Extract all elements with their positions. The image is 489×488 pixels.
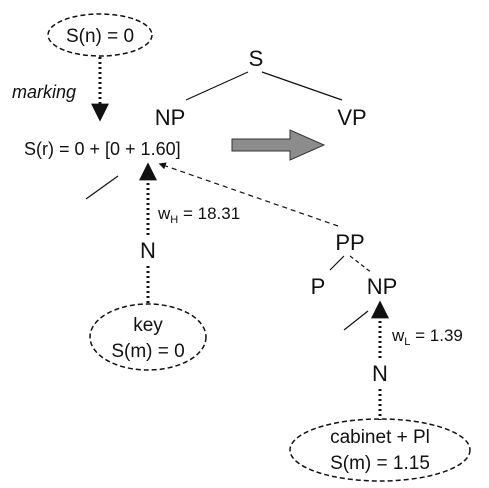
np-top-node: NP [155,105,186,130]
cabinet-ellipse [289,418,471,482]
n-left-node: N [140,238,156,263]
s-n-ellipse [47,13,153,57]
pp-to-np-arrow [158,162,339,227]
np-right-node: NP [367,274,398,299]
s-r-label: S(r) = 0 + [0 + 1.60] [24,139,181,159]
edge-pp-np [349,255,373,274]
s-m-cabinet-label: S(m) = 1.15 [330,453,430,474]
s-n-label: S(n) = 0 [66,26,134,47]
w-l-w: w [391,326,405,345]
w-l-value: = 1.39 [410,326,462,345]
np-left-branch [85,175,119,200]
edge-pp-p [329,255,345,271]
marking-label: marking [12,82,76,102]
key-label: key [133,315,163,336]
s-m-key-label: S(m) = 0 [111,341,184,362]
np-right-branch [343,310,369,331]
s-root-node: S [249,46,264,71]
w-h-label: wH = 18.31 [157,204,240,226]
w-h-subscript: H [170,214,178,226]
w-h-w: w [157,204,171,223]
w-l-label: wL = 1.39 [391,326,463,348]
edge-s-np [185,71,249,101]
w-h-value: = 18.31 [178,204,240,223]
vp-node: VP [337,105,366,130]
cabinet-label: cabinet + Pl [330,427,430,448]
p-node: P [311,274,326,299]
key-ellipse [89,303,207,371]
w-l-subscript: L [404,336,410,348]
pp-node: PP [335,230,364,255]
n-right-node: N [372,361,388,386]
edge-s-vp [261,71,343,101]
propagation-arrow [231,129,326,161]
